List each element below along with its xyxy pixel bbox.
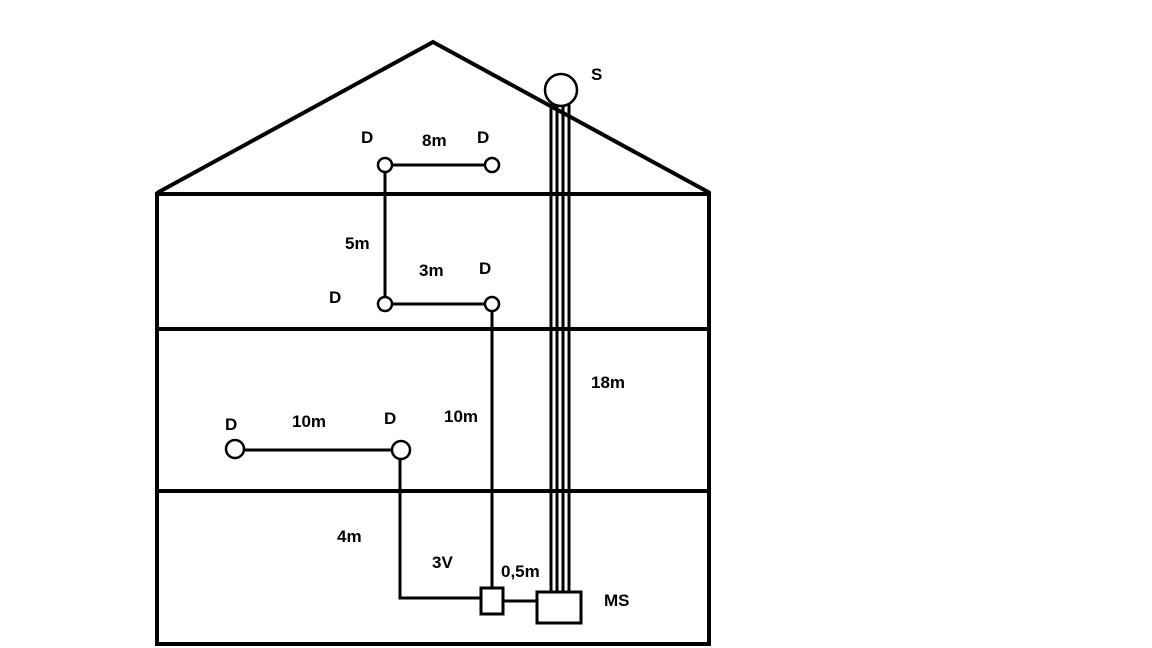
house-walls: [155, 192, 711, 646]
three-way-valve-box: [479, 586, 505, 616]
label-d: D: [384, 409, 396, 428]
label-d: D: [361, 128, 373, 147]
label-source: S: [591, 65, 602, 84]
house-outline: [155, 39, 711, 646]
source-circle: [543, 72, 579, 108]
radiator-node: [390, 439, 412, 461]
label-length: 3m: [419, 261, 444, 280]
label-manifold: MS: [604, 591, 630, 610]
label-d: D: [479, 259, 491, 278]
main-riser-pipes: [549, 104, 571, 592]
radiator-node: [224, 438, 246, 460]
label-length: 10m: [444, 407, 478, 426]
label-length: 18m: [591, 373, 625, 392]
radiator-node: [483, 295, 501, 313]
label-length: 5m: [345, 234, 370, 253]
label-valve: 3V: [432, 553, 453, 572]
manifold-box: [535, 590, 583, 625]
label-d: D: [329, 288, 341, 307]
radiator-node: [376, 156, 394, 174]
radiator-node: [483, 156, 501, 174]
roof: [156, 39, 711, 195]
label-length: 10m: [292, 412, 326, 431]
label-length: 8m: [422, 131, 447, 150]
distribution-pipes: [235, 163, 537, 603]
label-d: D: [477, 128, 489, 147]
label-length: 4m: [337, 527, 362, 546]
radiator-node: [376, 295, 394, 313]
pipe-down-middle: [398, 450, 481, 600]
label-length: 0,5m: [501, 562, 540, 581]
label-d: D: [225, 415, 237, 434]
